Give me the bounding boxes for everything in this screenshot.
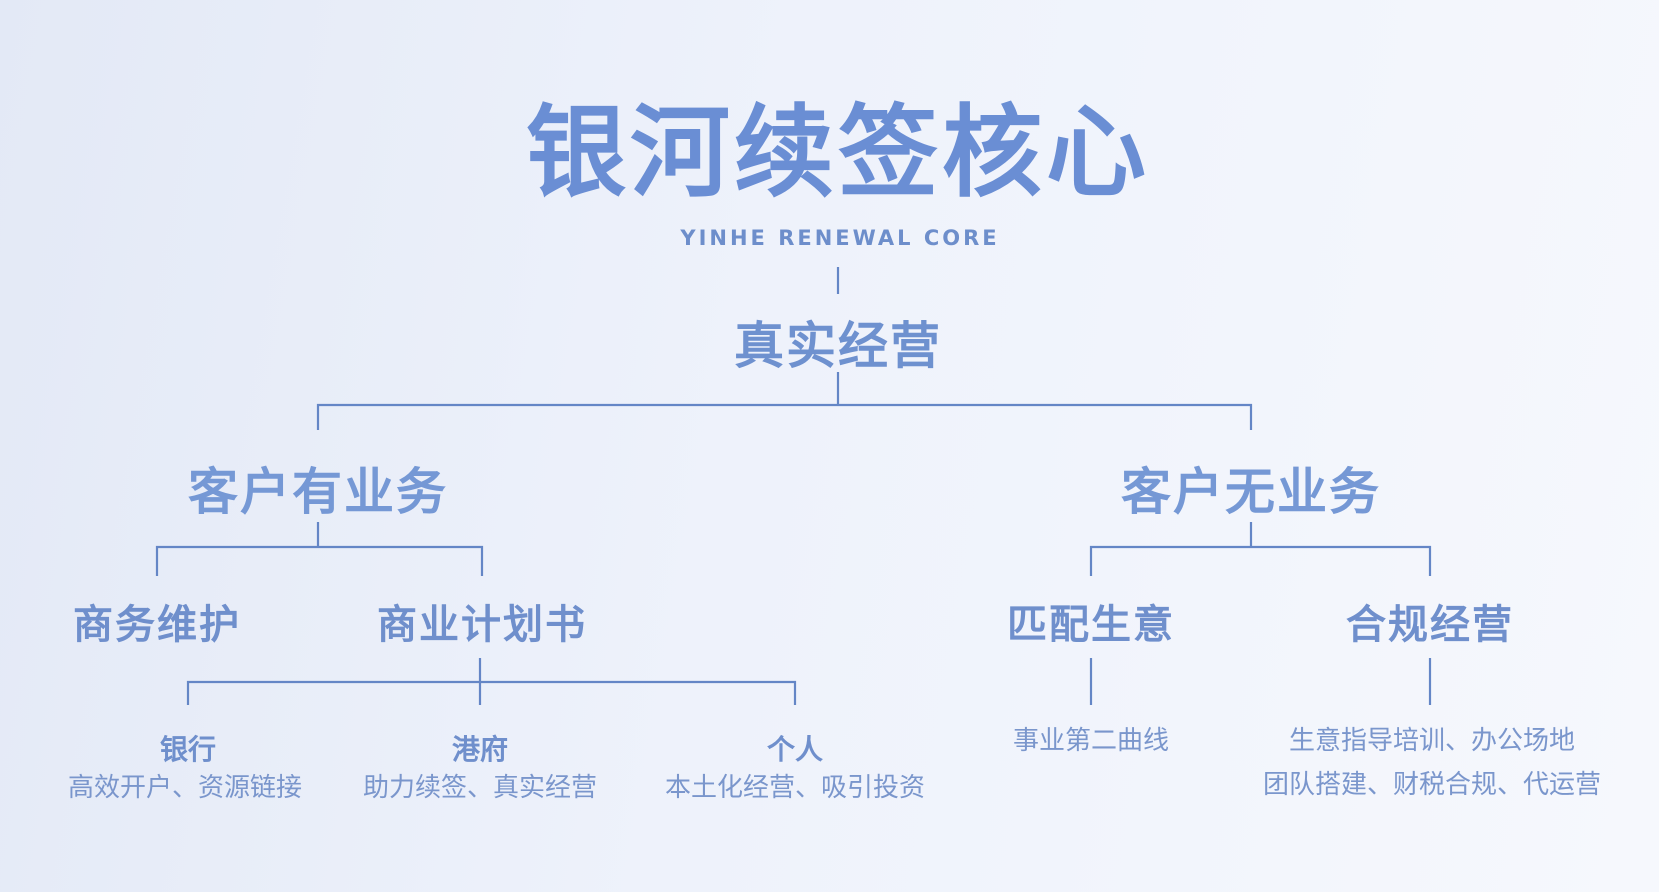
node-match-business: 匹配生意 bbox=[1007, 602, 1175, 648]
diagram-title: 银河续签核心 bbox=[526, 94, 1150, 211]
leaf-personal: 个人 bbox=[766, 733, 824, 766]
connector-right-children bbox=[1089, 522, 1432, 576]
connector-plan-children bbox=[186, 658, 797, 705]
node-business-plan: 商业计划书 bbox=[377, 602, 587, 648]
compliance-desc-line2: 团队搭建、财税合规、代运营 bbox=[1262, 770, 1602, 800]
connector-root-branches bbox=[316, 372, 1253, 430]
match-business-desc: 事业第二曲线 bbox=[1012, 726, 1170, 756]
connector-left-children bbox=[155, 522, 484, 576]
root-node: 真实经营 bbox=[734, 317, 942, 375]
leaf-bank: 银行 bbox=[159, 733, 217, 766]
branch-no-business: 客户无业务 bbox=[1121, 463, 1381, 521]
node-business-maintenance: 商务维护 bbox=[73, 602, 241, 648]
leaf-hk-gov: 港府 bbox=[451, 733, 509, 766]
leaf-personal-desc: 本土化经营、吸引投资 bbox=[664, 773, 926, 803]
compliance-desc-line1: 生意指导培训、办公场地 bbox=[1288, 726, 1576, 756]
branch-has-business: 客户有业务 bbox=[188, 463, 448, 521]
node-compliance: 合规经营 bbox=[1346, 602, 1514, 648]
leaf-bank-desc: 高效开户、资源链接 bbox=[67, 773, 303, 803]
leaf-hk-gov-desc: 助力续签、真实经营 bbox=[362, 773, 598, 803]
diagram-subtitle: YINHE RENEWAL CORE bbox=[680, 226, 1000, 250]
